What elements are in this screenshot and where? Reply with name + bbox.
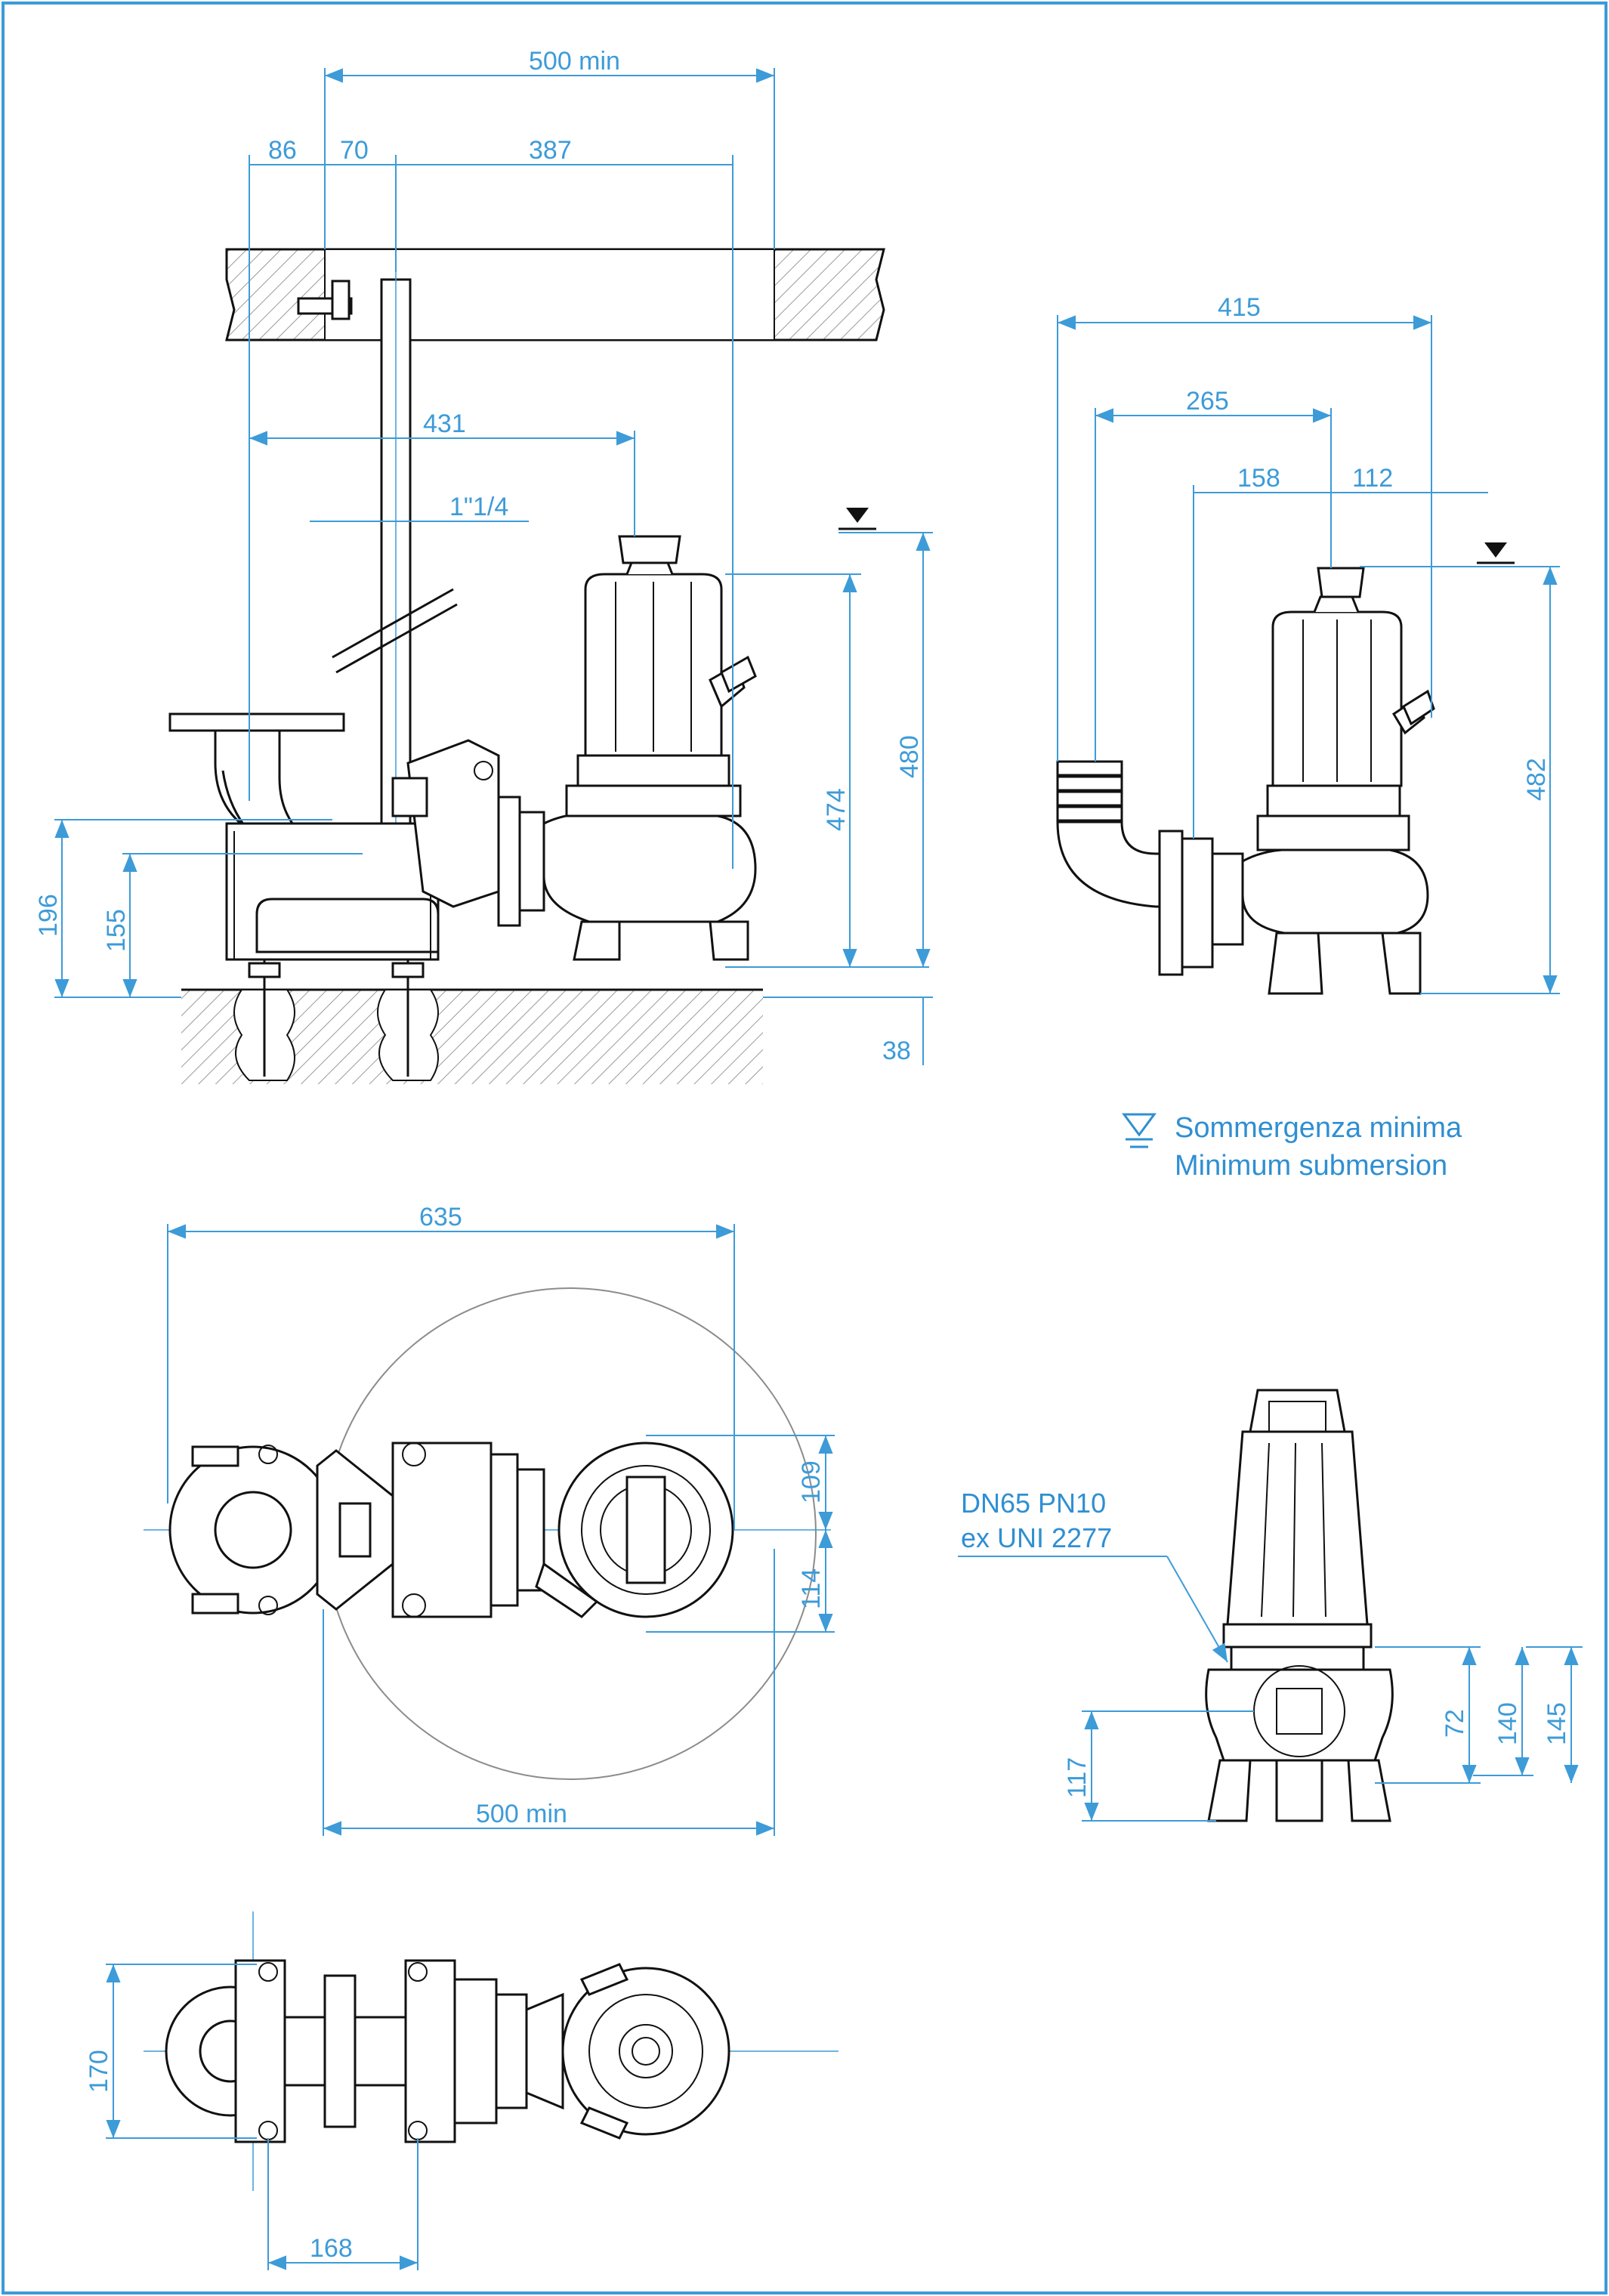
free-standing-dimensions: 415 265 158 112 482 [1057, 293, 1560, 994]
dim-482: 482 [1522, 758, 1551, 801]
plan-view-dimensions: 635 109 114 500 min [167, 1203, 835, 1836]
dim-431: 431 [423, 409, 466, 438]
dim-72: 72 [1441, 1709, 1469, 1738]
outlet-note-line-1: DN65 PN10 [961, 1488, 1106, 1519]
bottom-plan-view [144, 1911, 838, 2191]
dim-86: 86 [268, 136, 297, 165]
submersion-legend: Sommergenza minima Minimum submersion [1122, 1112, 1462, 1182]
outlet-note-line-2: ex UNI 2277 [961, 1522, 1112, 1553]
bottom-plan-dimensions: 170 168 [85, 1964, 418, 2270]
plan-view [144, 1287, 831, 1780]
dim-387: 387 [529, 136, 572, 165]
dim-196: 196 [34, 894, 63, 937]
hose-connector [1056, 760, 1123, 822]
dim-bottom-500min: 500 min [476, 1800, 567, 1828]
dim-140: 140 [1493, 1702, 1522, 1745]
dim-145: 145 [1543, 1702, 1571, 1745]
front-view [1205, 1389, 1394, 1822]
dim-70: 70 [340, 136, 369, 165]
dim-38: 38 [882, 1037, 911, 1065]
dim-265: 265 [1186, 387, 1229, 416]
dim-117: 117 [1063, 1757, 1092, 1798]
dim-158: 158 [1237, 464, 1280, 493]
side-elevation-dimensions: 500 min 86 70 387 431 1"1/4 196 155 474 … [34, 47, 933, 1065]
free-standing-view [1056, 542, 1515, 995]
water-level-icon [846, 508, 869, 523]
dim-480: 480 [895, 735, 924, 778]
dim-top-500min: 500 min [529, 47, 620, 76]
legend-line-2: Minimum submersion [1175, 1150, 1447, 1182]
legend-line-1: Sommergenza minima [1175, 1112, 1462, 1144]
dim-114: 114 [797, 1568, 826, 1609]
dim-474: 474 [822, 788, 851, 831]
dim-155: 155 [102, 909, 131, 952]
dim-112: 112 [1352, 464, 1393, 493]
dim-635: 635 [419, 1203, 462, 1231]
dim-168: 168 [310, 2234, 353, 2263]
pump-volute [542, 812, 757, 923]
lifting-handle [618, 535, 681, 564]
discharge-flange [168, 712, 345, 732]
dim-415: 415 [1218, 293, 1261, 322]
dim-170: 170 [85, 2050, 113, 2093]
duckfoot-base [225, 822, 440, 961]
anchor-bolts [233, 959, 439, 1081]
front-view-dimensions: DN65 PN10 ex UNI 2277 72 140 145 117 [958, 1488, 1583, 1822]
side-elevation-view [168, 248, 885, 1084]
legend-water-level-icon [1122, 1113, 1157, 1137]
dim-109: 109 [797, 1460, 826, 1503]
dim-1-1-4: 1"1/4 [449, 493, 508, 521]
